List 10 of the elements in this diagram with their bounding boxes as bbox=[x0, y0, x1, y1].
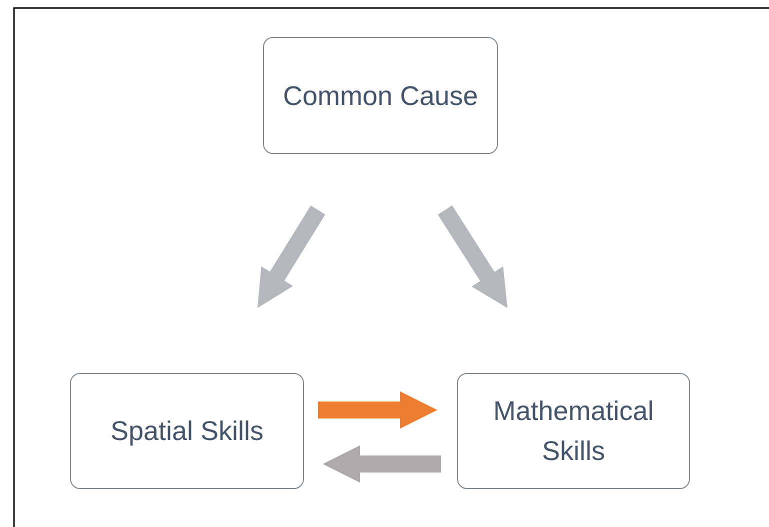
block-arrow bbox=[318, 391, 438, 429]
block-arrow bbox=[322, 445, 441, 483]
node-label: Spatial Skills bbox=[109, 415, 265, 448]
process-box bbox=[70, 373, 304, 489]
process-box bbox=[457, 373, 690, 489]
node-label: Mathematical Skills bbox=[492, 395, 655, 468]
process-box bbox=[263, 37, 498, 154]
node-label: Common Cause bbox=[282, 80, 480, 112]
block-arrow bbox=[258, 206, 326, 308]
block-arrow bbox=[438, 205, 508, 308]
